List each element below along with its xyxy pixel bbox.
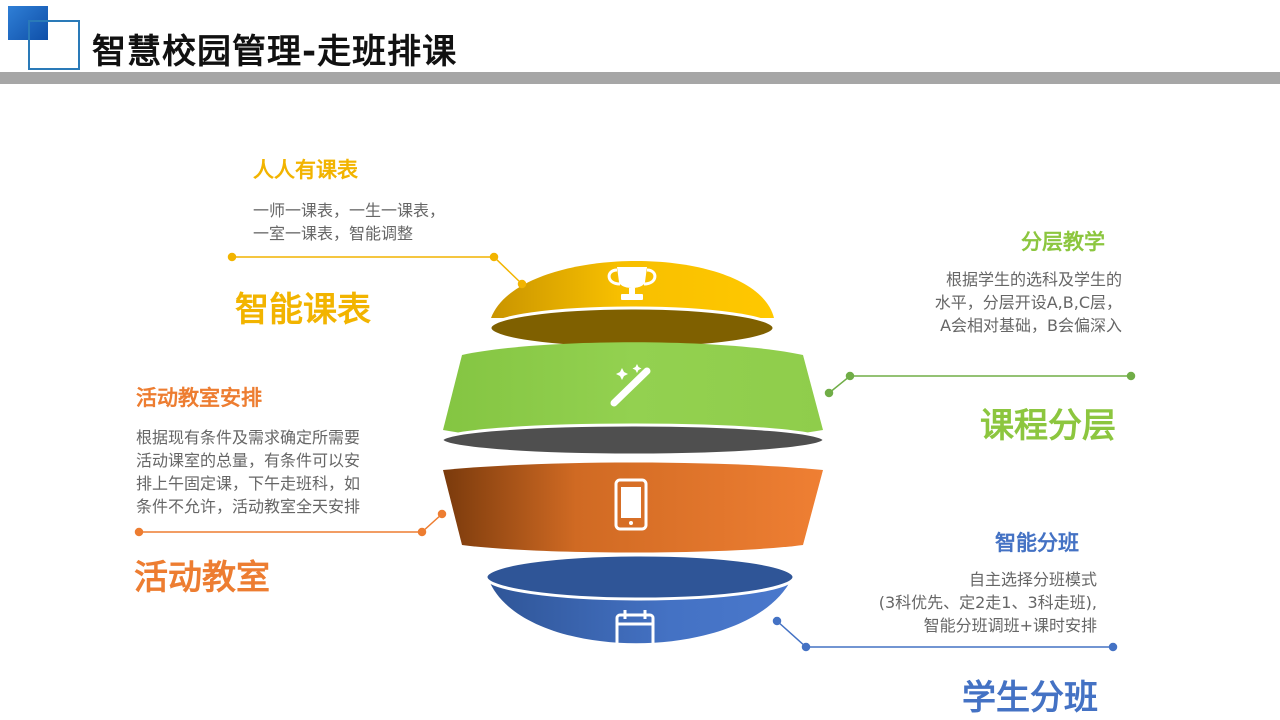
course-layering-description: 根据学生的选科及学生的 水平，分层开设A,B,C层， A会相对基础，B会偏深入 — [880, 268, 1122, 337]
connector-smart-timetable — [227, 252, 527, 289]
calendar-icon — [615, 610, 655, 648]
connector-activity-classroom — [134, 509, 447, 537]
header-decoration-frame — [28, 20, 80, 70]
course-layering-desc-line: 水平，分层开设A,B,C层， — [934, 293, 1122, 312]
course-layering-desc-line: A会相对基础，B会偏深入 — [940, 316, 1122, 335]
student-grouping-subtitle: 智能分班 — [995, 531, 1079, 555]
header-divider-bar — [0, 72, 1280, 84]
course-layering-title: 课程分层 — [980, 406, 1116, 446]
smart-timetable-subtitle: 人人有课表 — [253, 158, 358, 182]
layer-top-yellow-base — [488, 306, 776, 350]
smart-timetable-desc-line: 一室一课表，智能调整 — [253, 224, 414, 243]
activity-classroom-description: 根据现有条件及需求确定所需要 活动课室的总量，有条件可以安 排上午固定课，下午走… — [136, 426, 360, 518]
smart-timetable-title: 智能课表 — [235, 290, 371, 330]
magic-wand-icon — [610, 364, 651, 407]
student-grouping-title: 学生分班 — [962, 678, 1098, 718]
smart-timetable-desc-line: 一师一课表，一生一课表， — [253, 201, 446, 220]
trophy-icon — [607, 267, 657, 300]
activity-classroom-desc-line: 活动课室的总量，有条件可以安 — [136, 451, 361, 470]
student-grouping-desc-line: 智能分班调班+课时安排 — [923, 616, 1097, 635]
activity-classroom-subtitle: 活动教室安排 — [136, 386, 262, 410]
student-grouping-desc-line: 自主选择分班模式 — [968, 570, 1097, 589]
activity-classroom-desc-line: 根据现有条件及需求确定所需要 — [136, 428, 361, 447]
smartphone-icon — [614, 478, 648, 531]
course-layering-desc-line: 根据学生的选科及学生的 — [945, 270, 1122, 289]
activity-classroom-desc-line: 条件不允许，活动教室全天安排 — [136, 497, 361, 516]
layer-green — [443, 342, 823, 444]
layer-green-base — [440, 423, 826, 457]
connector-course-layering — [824, 371, 1136, 398]
connector-student-grouping — [772, 616, 1118, 652]
layer-bottom-blue-top — [484, 553, 796, 601]
student-grouping-desc-line: (3科优先、定2走1、3科走班), — [878, 593, 1097, 612]
activity-classroom-desc-line: 排上午固定课，下午走班科，如 — [136, 474, 361, 493]
smart-timetable-description: 一师一课表，一生一课表， 一室一课表，智能调整 — [253, 199, 445, 245]
student-grouping-description: 自主选择分班模式 (3科优先、定2走1、3科走班), 智能分班调班+课时安排 — [820, 568, 1097, 637]
page-title: 智慧校园管理-走班排课 — [92, 32, 458, 72]
course-layering-subtitle: 分层教学 — [1021, 230, 1105, 254]
activity-classroom-title: 活动教室 — [134, 558, 270, 598]
